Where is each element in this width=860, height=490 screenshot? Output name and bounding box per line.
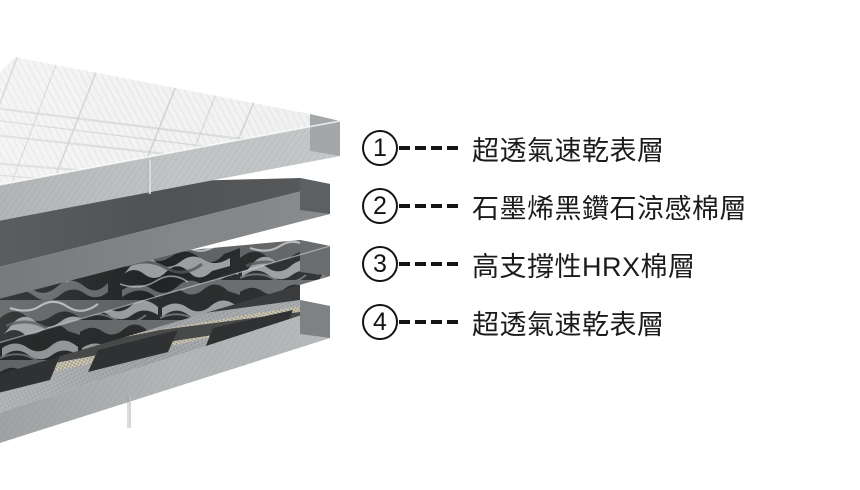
legend-dash-3 (399, 261, 458, 267)
legend-dash-1 (399, 145, 458, 151)
dash-segment (415, 145, 426, 151)
layer-4-bottom-cover (0, 282, 330, 443)
dash-segment (431, 319, 442, 325)
legend-dash-2 (399, 203, 458, 209)
legend-label-4: 超透氣速乾表層 (472, 309, 665, 340)
legend-row-4: 4 超透氣速乾表層 (362, 300, 665, 344)
legend-label-2: 石墨烯黑鑽石涼感棉層 (472, 193, 747, 224)
legend-dash-4 (399, 319, 458, 325)
dash-segment (431, 203, 442, 209)
legend-row-3: 3 高支撐性HRX棉層 (362, 242, 696, 286)
dash-segment (431, 261, 442, 267)
layer-legend: 1 超透氣速乾表層 2 石墨烯黑鑽石涼感棉層 3 (356, 0, 860, 490)
legend-number-4: 4 (362, 304, 398, 340)
legend-number-1: 1 (362, 130, 398, 166)
dash-segment (431, 145, 442, 151)
dash-segment (399, 319, 410, 325)
dash-segment (399, 145, 410, 151)
dash-segment (447, 319, 458, 325)
dash-segment (447, 145, 458, 151)
legend-label-1: 超透氣速乾表層 (472, 135, 665, 166)
dash-segment (447, 203, 458, 209)
dash-segment (415, 261, 426, 267)
legend-row-2: 2 石墨烯黑鑽石涼感棉層 (362, 184, 747, 228)
layer-1-top-cover (0, 57, 341, 221)
legend-number-2: 2 (362, 188, 398, 224)
legend-row-1: 1 超透氣速乾表層 (362, 126, 665, 170)
legend-number-3: 3 (362, 246, 398, 282)
dash-segment (399, 203, 410, 209)
dash-segment (399, 261, 410, 267)
legend-label-3: 高支撐性HRX棉層 (472, 251, 696, 282)
dash-segment (447, 261, 458, 267)
dash-segment (415, 203, 426, 209)
mattress-illustration (0, 0, 360, 490)
dash-segment (415, 319, 426, 325)
layer-2-graphene-foam (0, 178, 330, 299)
